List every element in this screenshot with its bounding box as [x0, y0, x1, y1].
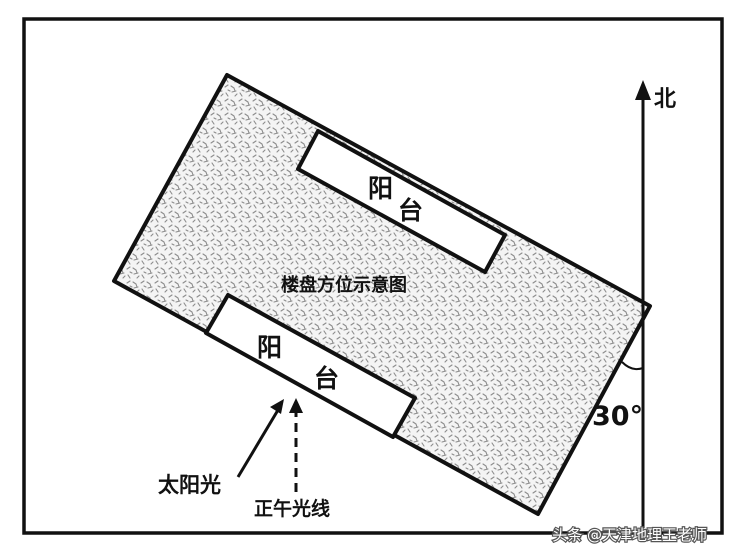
- north-arrow-head: [635, 80, 651, 100]
- sunlight-label: 太阳光: [158, 473, 221, 497]
- balcony-upper-char-2: 台: [398, 196, 423, 225]
- building-footprint: [112, 73, 652, 516]
- noon-ray-label: 正午光线: [254, 497, 330, 520]
- noon-ray-arrow-head: [289, 398, 303, 413]
- balcony-lower-char-1: 阳: [257, 333, 282, 362]
- sunlight-ray: [236, 409, 280, 478]
- north-label: 北: [654, 87, 676, 112]
- balcony-upper-char-1: 阳: [368, 174, 393, 203]
- balcony-lower: [204, 293, 417, 439]
- balcony-upper: [296, 129, 507, 274]
- watermark-text: 头条 @天津地理王老师: [552, 526, 707, 544]
- angle-label: 30°: [592, 401, 643, 432]
- diagram-title: 楼盘方位示意图: [281, 274, 407, 296]
- angle-arc: [621, 361, 644, 371]
- balcony-lower-char-2: 台: [314, 364, 339, 393]
- sunlight-arrow-head: [270, 399, 284, 414]
